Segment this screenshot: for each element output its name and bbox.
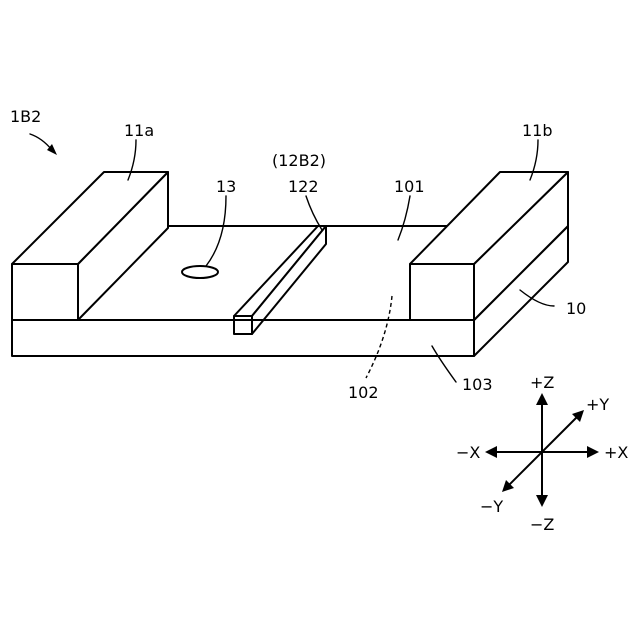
rib-front — [234, 316, 252, 334]
axis-label-plus-y: +Y — [586, 395, 609, 414]
label-102: 102 — [348, 383, 379, 402]
label-122: 122 — [288, 177, 319, 196]
minus-x-arrow — [485, 446, 497, 458]
label-12b2: (12B2) — [272, 151, 326, 170]
plus-z-arrow — [536, 393, 548, 405]
axis-label-plus-x: +X — [604, 443, 628, 462]
label-101: 101 — [394, 177, 425, 196]
block-11b-front — [410, 264, 474, 320]
figure-id-label: 1B2 — [10, 107, 41, 126]
hole-13 — [182, 266, 218, 278]
figure-id-arrow — [30, 134, 52, 150]
label-11b: 11b — [522, 121, 553, 140]
axis-label-minus-x: −X — [456, 443, 480, 462]
axis-label-plus-z: +Z — [530, 373, 554, 392]
block-11b — [410, 172, 568, 320]
minus-z-arrow — [536, 495, 548, 507]
leader-122 — [306, 196, 322, 230]
block-11a-front — [12, 264, 78, 320]
label-103: 103 — [462, 375, 493, 394]
axis-label-minus-y: −Y — [480, 497, 503, 516]
label-13: 13 — [216, 177, 236, 196]
label-10: 10 — [566, 299, 586, 318]
axis-label-minus-z: −Z — [530, 515, 554, 534]
label-11a: 11a — [124, 121, 154, 140]
plus-x-arrow — [587, 446, 599, 458]
axis-indicator — [485, 393, 599, 507]
